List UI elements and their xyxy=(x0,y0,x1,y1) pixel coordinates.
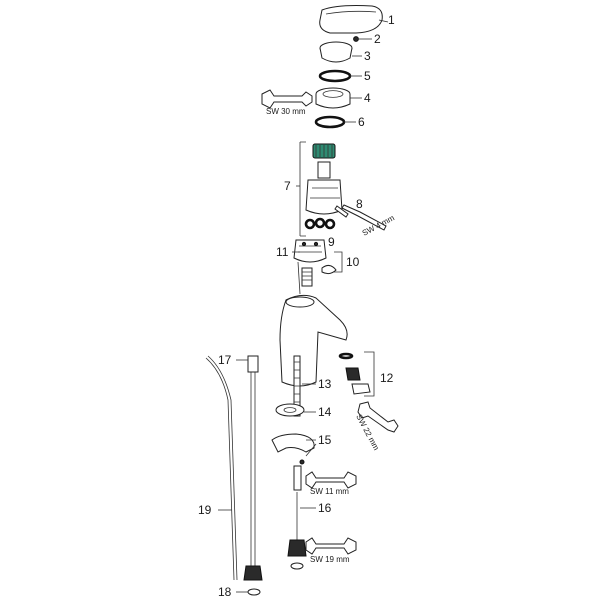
wrench-sw19-icon xyxy=(305,537,357,555)
part-13-threaded-stud xyxy=(293,355,301,417)
label-part-9: 9 xyxy=(328,235,335,249)
label-part-6: 6 xyxy=(358,115,365,129)
label-part-16: 16 xyxy=(318,501,332,515)
label-part-14: 14 xyxy=(318,405,332,419)
part-12-aerator xyxy=(338,352,371,395)
supply-hose-connector xyxy=(287,539,307,570)
label-part-4: 4 xyxy=(364,91,371,105)
part-19-pull-rod xyxy=(205,355,238,581)
label-part-2: 2 xyxy=(374,32,381,46)
supply-adapter xyxy=(301,267,313,287)
label-part-12: 12 xyxy=(380,371,394,385)
label-part-17: 17 xyxy=(218,353,232,367)
label-part-3: 3 xyxy=(364,49,371,63)
label-part-19: 19 xyxy=(198,503,212,517)
wrench-sw11-icon xyxy=(305,471,357,489)
label-part-8: 8 xyxy=(356,197,363,211)
part-6-o-ring xyxy=(314,115,346,129)
label-part-18: 18 xyxy=(218,585,232,599)
label-sw11: SW 11 mm xyxy=(310,487,349,496)
label-sw30: SW 30 mm xyxy=(266,107,306,116)
wrench-sw30-icon xyxy=(261,89,313,109)
label-part-1: 1 xyxy=(388,13,395,27)
wrench-sw4-icon xyxy=(341,204,387,231)
part-7-cartridge xyxy=(305,143,343,215)
part-18-washer xyxy=(247,588,261,596)
part-11-cartridge-base xyxy=(293,239,327,263)
part-17-flexible-hose xyxy=(243,355,263,581)
part-16-fixing-nut xyxy=(293,465,302,540)
part-9-seals xyxy=(304,217,336,230)
faucet-body xyxy=(279,261,348,387)
part-15-mounting-plate xyxy=(271,433,315,465)
part-8-grub-screw xyxy=(334,205,349,218)
part-5-o-ring xyxy=(318,69,352,83)
label-part-5: 5 xyxy=(364,69,371,83)
part-2-screw xyxy=(353,36,359,42)
label-part-7: 7 xyxy=(284,179,291,193)
label-part-11: 11 xyxy=(276,245,289,259)
label-part-10: 10 xyxy=(346,255,360,269)
part-1-handle-lever xyxy=(319,5,383,34)
leader-lines xyxy=(218,19,389,593)
part-4-retaining-nut xyxy=(315,87,351,109)
label-part-15: 15 xyxy=(318,433,332,447)
part-10-clip xyxy=(321,264,337,275)
part-14-washer xyxy=(275,403,305,417)
label-part-13: 13 xyxy=(318,377,332,391)
part-3-cover-sleeve xyxy=(319,41,353,63)
label-sw19: SW 19 mm xyxy=(310,555,350,564)
wrench-sw22-icon xyxy=(357,401,399,433)
